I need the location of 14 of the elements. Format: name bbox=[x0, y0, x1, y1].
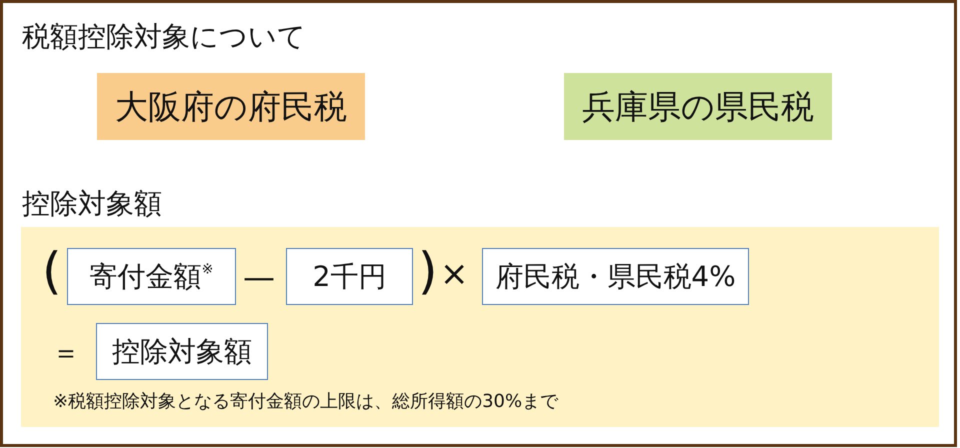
close-parenthesis: ) bbox=[418, 243, 438, 300]
result-box: 控除対象額 bbox=[96, 323, 268, 380]
category-box: 大阪府の府民税 bbox=[97, 73, 365, 140]
section-heading: 控除対象額 bbox=[22, 187, 162, 221]
equals-sign: ＝ bbox=[52, 337, 80, 369]
term-box: 2千円 bbox=[286, 248, 413, 305]
minus-sign: — bbox=[243, 259, 275, 296]
term-box: 府民税・県民税4% bbox=[482, 248, 749, 305]
title: 税額控除対象について bbox=[22, 20, 306, 54]
multiplication-sign: × bbox=[440, 255, 468, 294]
open-parenthesis: ( bbox=[42, 243, 62, 300]
category-box: 兵庫県の県民税 bbox=[564, 73, 832, 140]
term-box: 寄付金額$^{※}$ bbox=[67, 248, 236, 305]
footnote: ※税額控除対象となる寄付金額の上限は、総所得額の30%まで bbox=[53, 391, 558, 413]
